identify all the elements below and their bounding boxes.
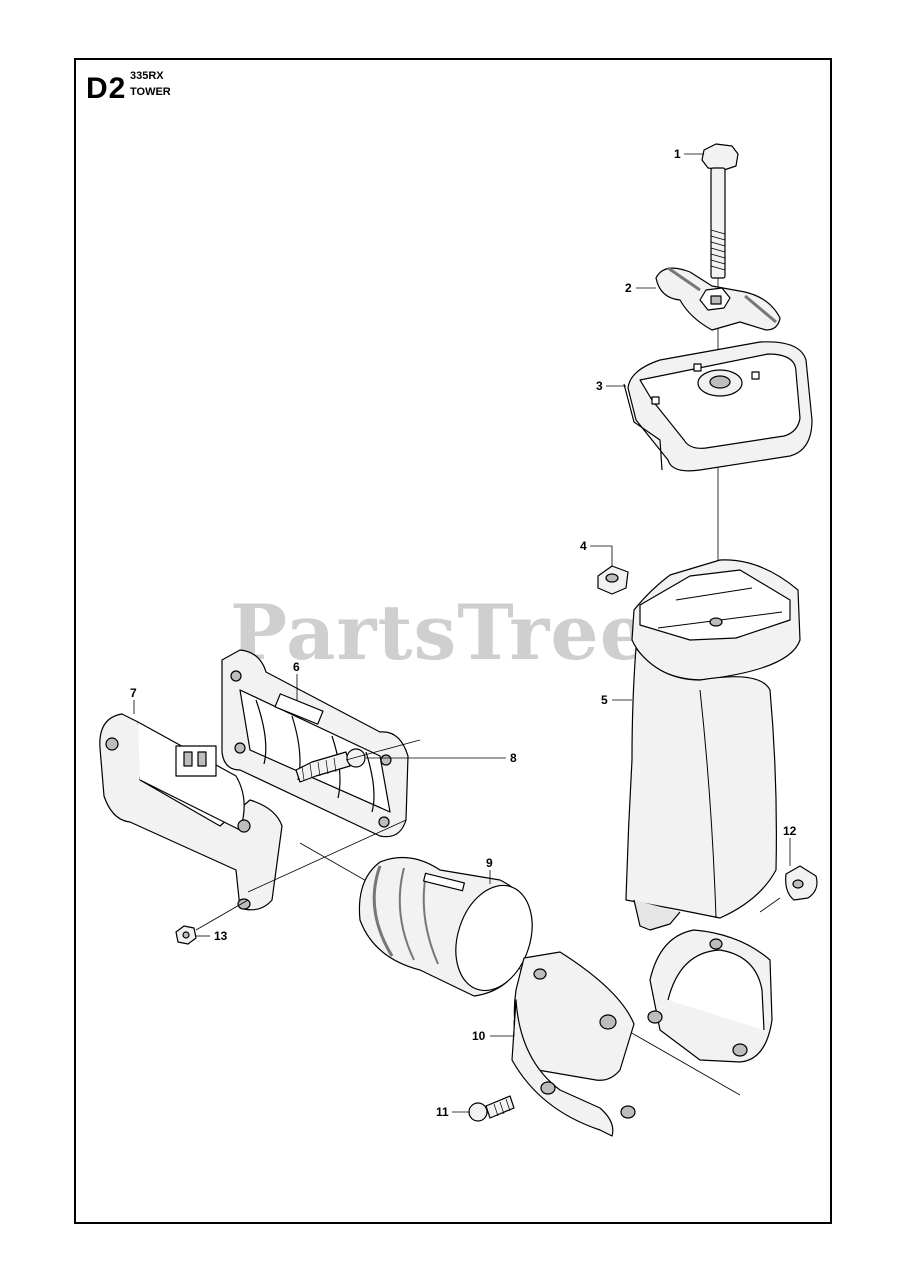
part-tower-body-5	[625, 559, 801, 1063]
callout-13: 13	[214, 929, 228, 943]
callout-6: 6	[293, 660, 300, 674]
callout-1: 1	[674, 147, 681, 161]
part-handle-bracket-6	[221, 649, 409, 838]
part-screw-11	[468, 1095, 515, 1122]
part-sleeve-9	[358, 856, 533, 997]
watermark: PartsTree	[230, 588, 650, 677]
callout-10: 10	[472, 1029, 486, 1043]
part-bolt-1	[701, 143, 739, 279]
callout-5: 5	[601, 693, 608, 707]
callout-8: 8	[510, 751, 517, 765]
callout-11: 11	[436, 1105, 449, 1119]
model-label: 335RX	[130, 70, 164, 82]
part-tube-clamp-7	[99, 713, 283, 911]
callout-9: 9	[486, 856, 493, 870]
callout-7: 7	[130, 686, 137, 700]
part-nut-13	[175, 925, 197, 945]
part-top-cap-3	[623, 341, 813, 472]
callout-4: 4	[580, 539, 587, 553]
part-clip-12	[785, 865, 818, 901]
sheet-code: D2	[86, 72, 127, 105]
part-lower-clamp-10	[511, 951, 636, 1137]
diagram-frame	[74, 58, 832, 1224]
sheet-model-title: 335RX TOWER	[130, 68, 171, 100]
part-screw-8	[295, 748, 366, 783]
part-wing-knob-2	[655, 266, 781, 331]
assembly-title: TOWER	[130, 86, 171, 98]
part-square-nut-4	[597, 565, 629, 595]
callout-3: 3	[596, 379, 603, 393]
callout-12: 12	[783, 824, 797, 838]
callout-2: 2	[625, 281, 632, 295]
